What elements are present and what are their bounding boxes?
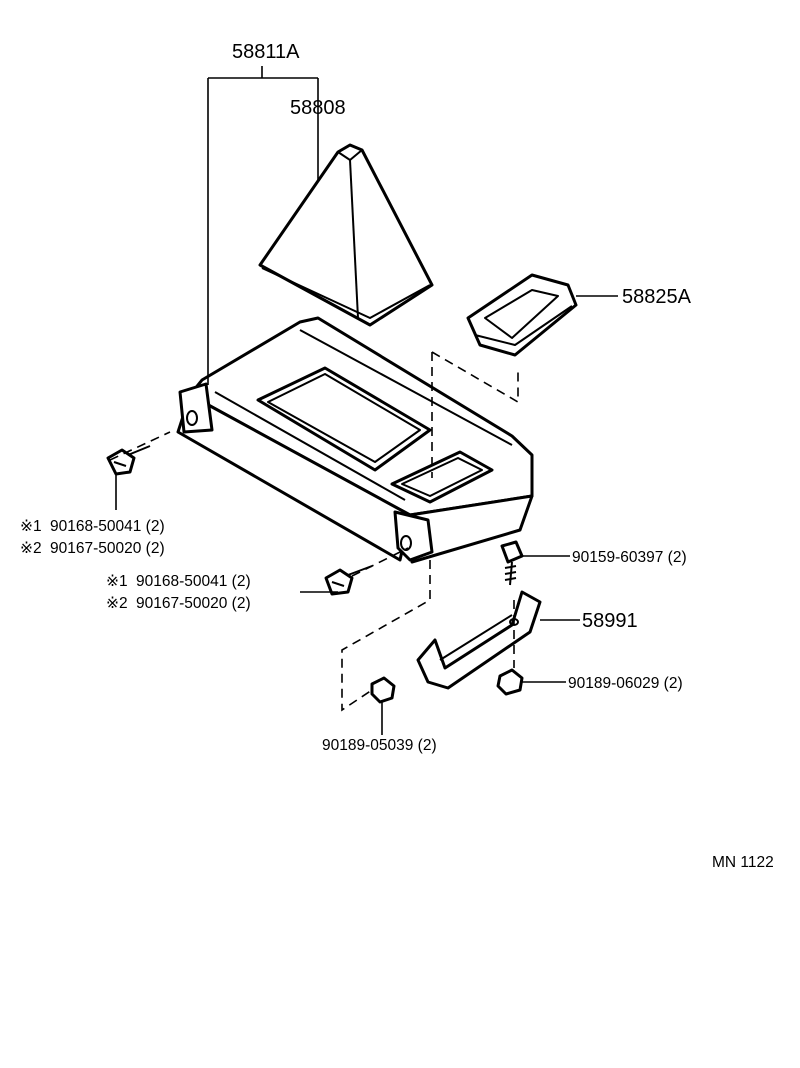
screw-middle (324, 565, 373, 596)
label-box-insert: 58825A (622, 286, 692, 308)
console-body (176, 316, 534, 564)
label-nut-bottom: 90189-05039 (2) (322, 737, 437, 754)
leader-lines (115, 66, 618, 735)
label-screw-mid-1: 90168-50041 (2) (136, 573, 251, 590)
box-insert (466, 273, 578, 357)
label-console-assy: 58811A (232, 41, 300, 63)
mark-screw-mid-1: ※1 (106, 573, 128, 590)
bracket (416, 590, 542, 690)
shift-boot (258, 143, 434, 327)
label-bolt: 90159-60397 (2) (572, 549, 687, 566)
nut-right (496, 668, 524, 696)
mark-screw-mid-2: ※2 (106, 595, 128, 612)
bolt (500, 540, 524, 586)
label-bracket: 58991 (582, 610, 638, 632)
label-screw-left-1: 90168-50041 (2) (50, 518, 165, 535)
drawing-reference: MN 1122 (712, 854, 774, 871)
label-shift-boot: 58808 (290, 97, 346, 119)
mark-screw-left-1: ※1 (20, 518, 42, 535)
mark-screw-left-2: ※2 (20, 540, 42, 557)
nut-bottom (370, 676, 396, 704)
label-screw-mid-2: 90167-50020 (2) (136, 595, 251, 612)
screw-left (106, 445, 151, 476)
assembly-lines (109, 351, 519, 712)
label-nut-right: 90189-06029 (2) (568, 675, 683, 692)
label-screw-left-2: 90167-50020 (2) (50, 540, 165, 557)
